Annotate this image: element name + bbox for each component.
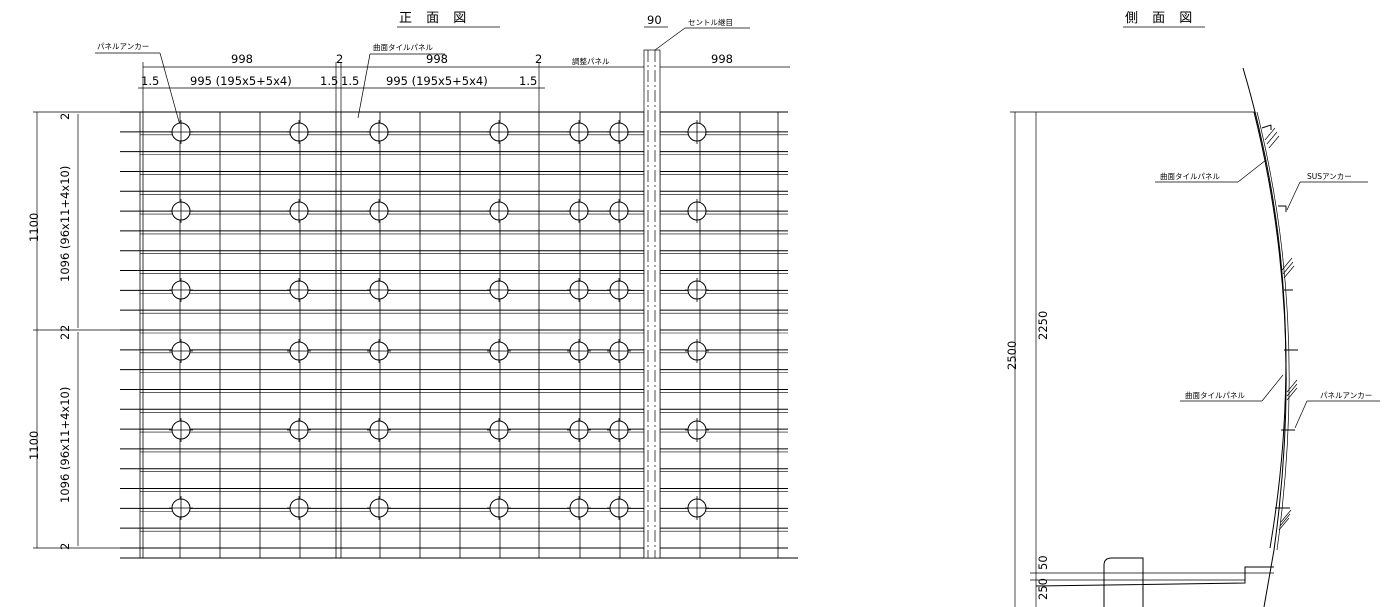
panel-anchor-icon xyxy=(169,199,193,223)
dim-995-b: 995 (195x5+5x4) xyxy=(386,74,488,88)
panel-anchor-icon xyxy=(487,496,511,520)
label-panel-anchor-side: パネルアンカー xyxy=(1320,391,1372,400)
panel-anchor-icon xyxy=(607,120,631,144)
dim-2250: 2250 xyxy=(1036,311,1050,340)
panel-anchor-icon xyxy=(487,278,511,302)
label-adjust-panel: 調整パネル xyxy=(572,56,610,66)
dim-1-5-b: 1.5 xyxy=(320,74,338,88)
panel-anchor-icon xyxy=(487,120,511,144)
dim-90: 90 xyxy=(647,13,662,27)
dim-1-5-d: 1.5 xyxy=(519,74,537,88)
label-curved-tile-panel-1: 曲面タイルパネル xyxy=(1160,171,1220,181)
panel-anchor-icon xyxy=(567,418,591,442)
panel-anchor-icon xyxy=(567,339,591,363)
side-view: 側 面 図 2500 2250 50 250 xyxy=(1005,11,1380,607)
panel-anchors xyxy=(169,120,709,520)
panel-anchor-icon xyxy=(685,199,709,223)
dim-2500: 2500 xyxy=(1005,341,1019,370)
label-panel-anchor: パネルアンカー xyxy=(97,42,149,51)
panel-anchor-icon xyxy=(287,418,311,442)
panel-anchor-icon xyxy=(367,496,391,520)
panel-anchor-icon xyxy=(567,120,591,144)
panel-anchor-icon xyxy=(567,278,591,302)
panel-anchor-icon xyxy=(367,199,391,223)
tile-grid xyxy=(120,111,798,559)
panel-anchor-icon xyxy=(367,418,391,442)
panel-anchor-icon xyxy=(287,496,311,520)
panel-anchor-icon xyxy=(567,496,591,520)
panel-anchor-icon xyxy=(607,199,631,223)
dim-2-left-d: 2 xyxy=(58,543,72,550)
panel-anchor-icon xyxy=(287,278,311,302)
dim-2-left-b: 2 xyxy=(58,325,72,332)
dim-2-left-c: 2 xyxy=(58,333,72,340)
panel-anchor-icon xyxy=(685,278,709,302)
dim-998-c: 998 xyxy=(711,52,733,66)
panel-anchor-icon xyxy=(169,496,193,520)
label-curved-tile-panel: 曲面タイルパネル xyxy=(373,42,433,52)
panel-anchor-icon xyxy=(487,339,511,363)
dim-250: 250 xyxy=(1036,578,1050,600)
panel-anchor-icon xyxy=(169,120,193,144)
dim-2-a: 2 xyxy=(336,52,343,66)
panel-anchor-icon xyxy=(367,120,391,144)
panel-anchor-icon xyxy=(367,278,391,302)
label-curved-tile-panel-2: 曲面タイルパネル xyxy=(1185,390,1245,400)
dim-1-5-a: 1.5 xyxy=(141,74,159,88)
dim-1100-bottom: 1100 xyxy=(27,431,41,460)
panel-anchor-icon xyxy=(607,339,631,363)
dim-2-left-a: 2 xyxy=(58,113,72,120)
panel-anchor-icon xyxy=(685,418,709,442)
panel-anchor-icon xyxy=(367,339,391,363)
center-joint-strip xyxy=(643,49,661,559)
label-center-joint: セントル継目 xyxy=(688,17,733,27)
dim-998-b: 998 xyxy=(426,52,448,66)
panel-anchor-icon xyxy=(169,339,193,363)
dim-995-a: 995 (195x5+5x4) xyxy=(190,74,292,88)
dim-998-a: 998 xyxy=(231,52,253,66)
label-sus-anchor: SUSアンカー xyxy=(1307,172,1352,181)
panel-anchor-icon xyxy=(607,278,631,302)
panel-anchor-icon xyxy=(287,339,311,363)
panel-anchor-icon xyxy=(685,339,709,363)
dim-1-5-c: 1.5 xyxy=(341,74,359,88)
dim-50: 50 xyxy=(1036,555,1050,570)
dim-1096-bottom: 1096 (96x11+4x10) xyxy=(58,387,72,503)
dim-1100-top: 1100 xyxy=(27,213,41,242)
dim-2-b: 2 xyxy=(535,52,542,66)
panel-anchor-icon xyxy=(567,199,591,223)
front-view-title: 正 面 図 xyxy=(399,11,471,26)
panel-anchor-icon xyxy=(487,199,511,223)
panel-anchor-icon xyxy=(287,120,311,144)
panel-anchor-icon xyxy=(487,418,511,442)
panel-anchor-icon xyxy=(607,418,631,442)
panel-anchor-icon xyxy=(287,199,311,223)
panel-anchor-icon xyxy=(607,496,631,520)
front-view: 正 面 図 998 2 998 2 2 998 90 1.5 995 (195x… xyxy=(27,11,798,559)
panel-anchor-icon xyxy=(685,120,709,144)
dim-1096-top: 1096 (96x11+4x10) xyxy=(58,166,72,282)
side-view-title: 側 面 図 xyxy=(1125,11,1197,26)
curved-tile-panel-shell xyxy=(1242,67,1287,549)
panel-anchor-icon xyxy=(685,496,709,520)
panel-anchor-icon xyxy=(169,278,193,302)
panel-anchor-icon xyxy=(169,418,193,442)
